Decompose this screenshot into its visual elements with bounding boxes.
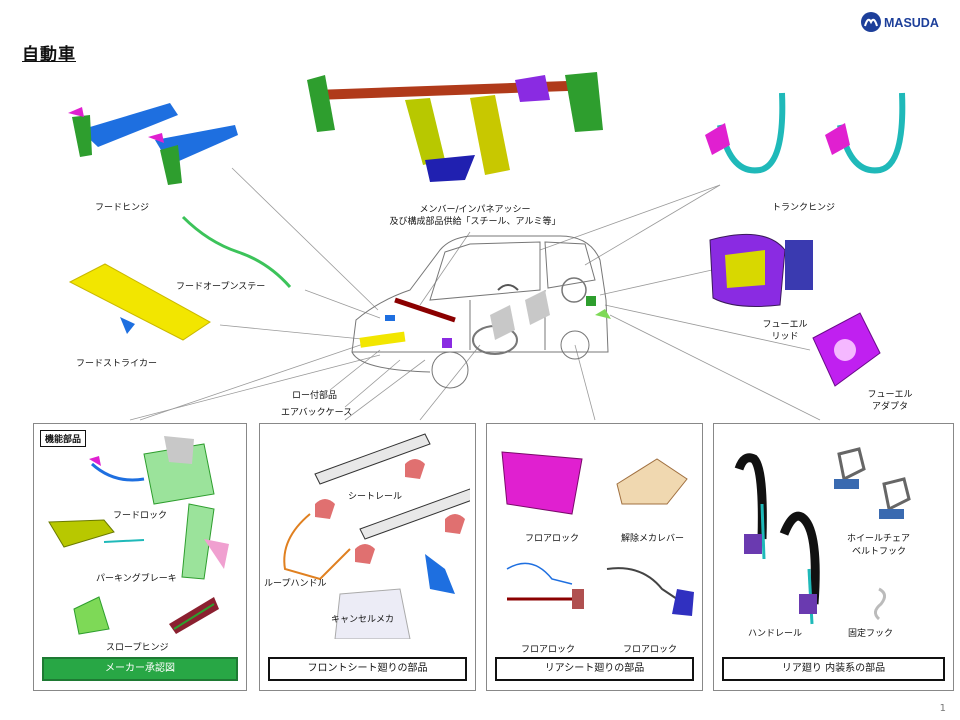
label-cancel-mechanism: キャンセルメカ xyxy=(331,615,395,625)
label-floor-lock-1: フロアロック xyxy=(525,534,580,544)
release-lever-image xyxy=(616,458,688,505)
label-member-line2: 及び構成部品供給「スチール、アルミ等」 xyxy=(389,217,561,227)
label-wheelchair: ホイールチェア xyxy=(847,534,911,544)
label-fuel-adapter-line2: アダプタ xyxy=(871,402,908,412)
handrail-image xyxy=(734,453,820,625)
trunk-hinge-image xyxy=(705,92,906,174)
hood-hinge-image xyxy=(68,103,238,185)
hood-striker-image xyxy=(68,263,211,341)
company-logo: MASUDA xyxy=(860,11,950,35)
panel-front-seat-parts: シートレール ループハンドル キャンセルメカ フロントシート廻りの部品 xyxy=(259,423,476,691)
car-outline xyxy=(351,235,609,389)
label-member-assembly: メンバー/インパネアッシー 及び構成部品供給「スチール、アルミ等」 xyxy=(365,204,585,228)
hood-open-stay-image xyxy=(181,215,292,288)
fuel-lid-image xyxy=(709,233,813,307)
footer-front-seat-parts: フロントシート廻りの部品 xyxy=(268,657,467,681)
wheelchair-belt-hook-image xyxy=(834,447,911,519)
logo-text: MASUDA xyxy=(884,16,939,30)
label-fuel-adapter: フューエル アダプタ xyxy=(860,389,920,413)
footer-maker-approval: メーカー承認図 xyxy=(42,657,238,681)
panel-rear-seat-parts: フロアロック 解除メカレバー フロアロック フロアロック リアシート廻りの部品 xyxy=(486,423,703,691)
label-hood-striker: フードストライカー xyxy=(76,359,158,369)
label-fuel-lid: フューエル リッド xyxy=(755,319,815,343)
parking-brake-pedal-image xyxy=(181,503,229,580)
slope-hinge-image xyxy=(73,596,219,635)
panel-rear-interior-parts: ホイールチェア ベルトフック ハンドレール 固定フック リア廻り 内装系の部品 xyxy=(713,423,954,691)
label-trunk-hinge: トランクヒンジ xyxy=(772,203,836,213)
label-hood-hinge: フードヒンジ xyxy=(95,203,150,213)
fixed-hook-image xyxy=(874,587,886,621)
page-title: 自動車 xyxy=(22,45,76,65)
label-floor-lock-2: フロアロック xyxy=(521,645,576,655)
masuda-logo-icon xyxy=(861,12,881,32)
parking-brake-image xyxy=(48,519,145,548)
label-belt-hook: ベルトフック xyxy=(852,547,907,557)
footer-rear-seat-parts: リアシート廻りの部品 xyxy=(495,657,694,681)
label-member-line1: メンバー/インパネアッシー xyxy=(419,205,531,215)
label-fuel-adapter-line1: フューエル xyxy=(867,390,913,400)
functional-parts-tag: 機能部品 xyxy=(40,430,87,447)
floor-lock-image-2 xyxy=(506,562,584,609)
label-handrail: ハンドレール xyxy=(748,629,803,639)
page-number: 1 xyxy=(939,703,946,714)
label-airbag-case: エアバックケース xyxy=(281,408,353,418)
hood-lock-image xyxy=(89,436,215,505)
label-brazed-parts: ロー付部品 xyxy=(292,391,338,401)
label-parking-brake: パーキングブレーキ xyxy=(96,574,177,584)
label-fuel-lid-line2: リッド xyxy=(771,332,799,342)
label-fuel-lid-line1: フューエル xyxy=(762,320,808,330)
footer-rear-interior-parts: リア廻り 内装系の部品 xyxy=(722,657,945,681)
label-hood-open-stay: フードオープンステー xyxy=(176,282,266,292)
fuel-adapter-image xyxy=(812,312,881,387)
floor-lock-image-1 xyxy=(501,451,583,515)
floor-lock-image-3 xyxy=(606,567,694,616)
label-slope-hinge: スロープヒンジ xyxy=(106,643,169,653)
label-floor-lock-3: フロアロック xyxy=(623,645,678,655)
label-hood-lock: フードロック xyxy=(113,511,168,521)
label-release-lever: 解除メカレバー xyxy=(621,534,685,544)
label-loop-handle: ループハンドル xyxy=(264,579,327,589)
label-seat-rail: シートレール xyxy=(348,492,403,502)
front-seat-parts-image xyxy=(283,433,470,639)
panel-functional-parts: 機能部品 フードロック パーキングブレーキ スロープヒンジ メーカー承認図 xyxy=(33,423,247,691)
label-fixed-hook: 固定フック xyxy=(848,629,894,639)
member-assembly-image xyxy=(307,72,603,182)
